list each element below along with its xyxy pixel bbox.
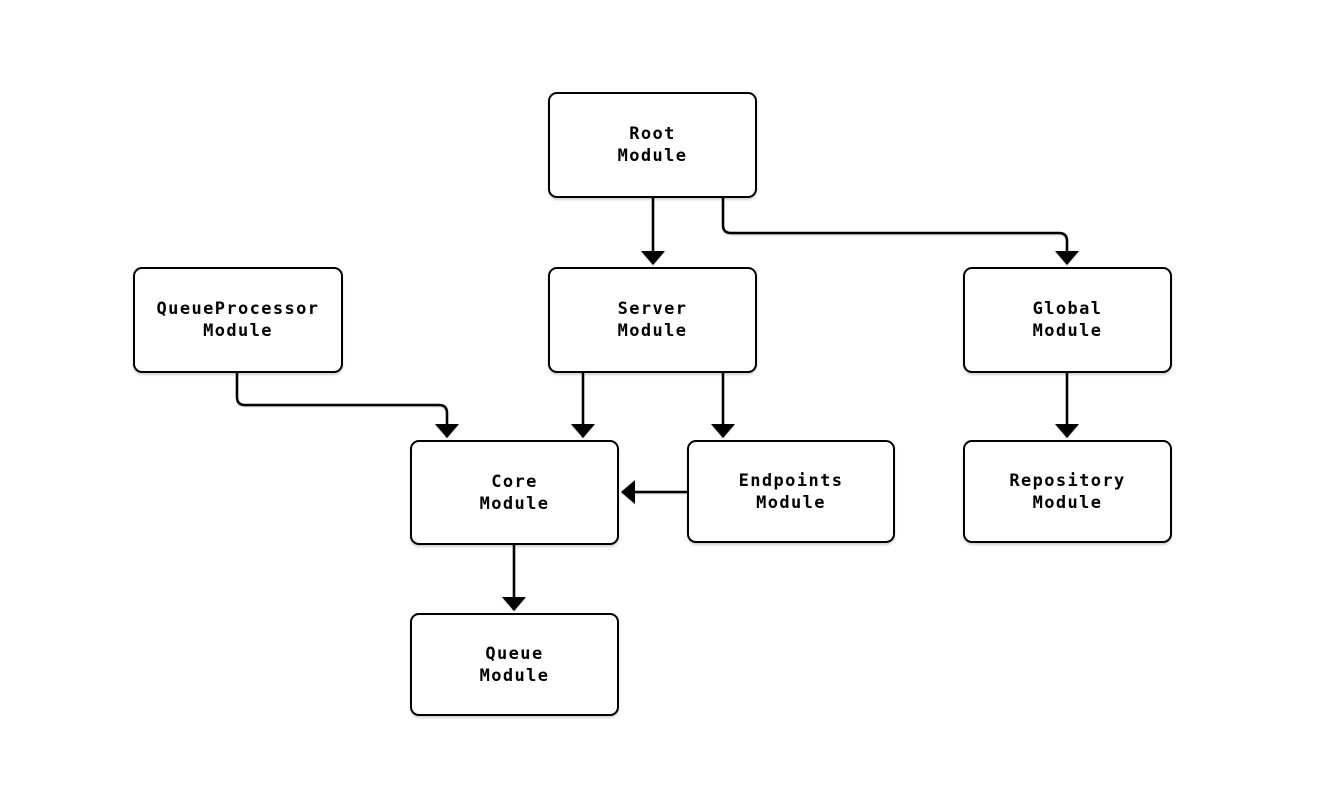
node-queueprocessor-module: QueueProcessor Module [133, 267, 343, 373]
node-core-module: Core Module [410, 440, 619, 545]
node-repository-module: Repository Module [963, 440, 1172, 543]
node-global-module: Global Module [963, 267, 1172, 373]
node-endpoints-module: Endpoints Module [687, 440, 895, 543]
node-queue-module-label: Queue Module [479, 643, 550, 686]
node-root-module-label: Root Module [617, 124, 688, 166]
edge-root-to-global [721, 197, 1079, 265]
edge-queueprocessor-to-core [235, 373, 459, 438]
node-endpoints-module-label: Endpoints Module [738, 470, 844, 513]
node-queueprocessor-module-label: QueueProcessor Module [156, 299, 320, 341]
node-repository-module-label: Repository Module [1009, 470, 1126, 513]
node-core-module-label: Core Module [479, 471, 550, 514]
node-global-module-label: Global Module [1032, 299, 1103, 341]
node-server-module-label: Server Module [617, 299, 688, 341]
node-queue-module: Queue Module [410, 613, 619, 716]
node-root-module: Root Module [548, 92, 757, 198]
node-server-module: Server Module [548, 267, 757, 373]
